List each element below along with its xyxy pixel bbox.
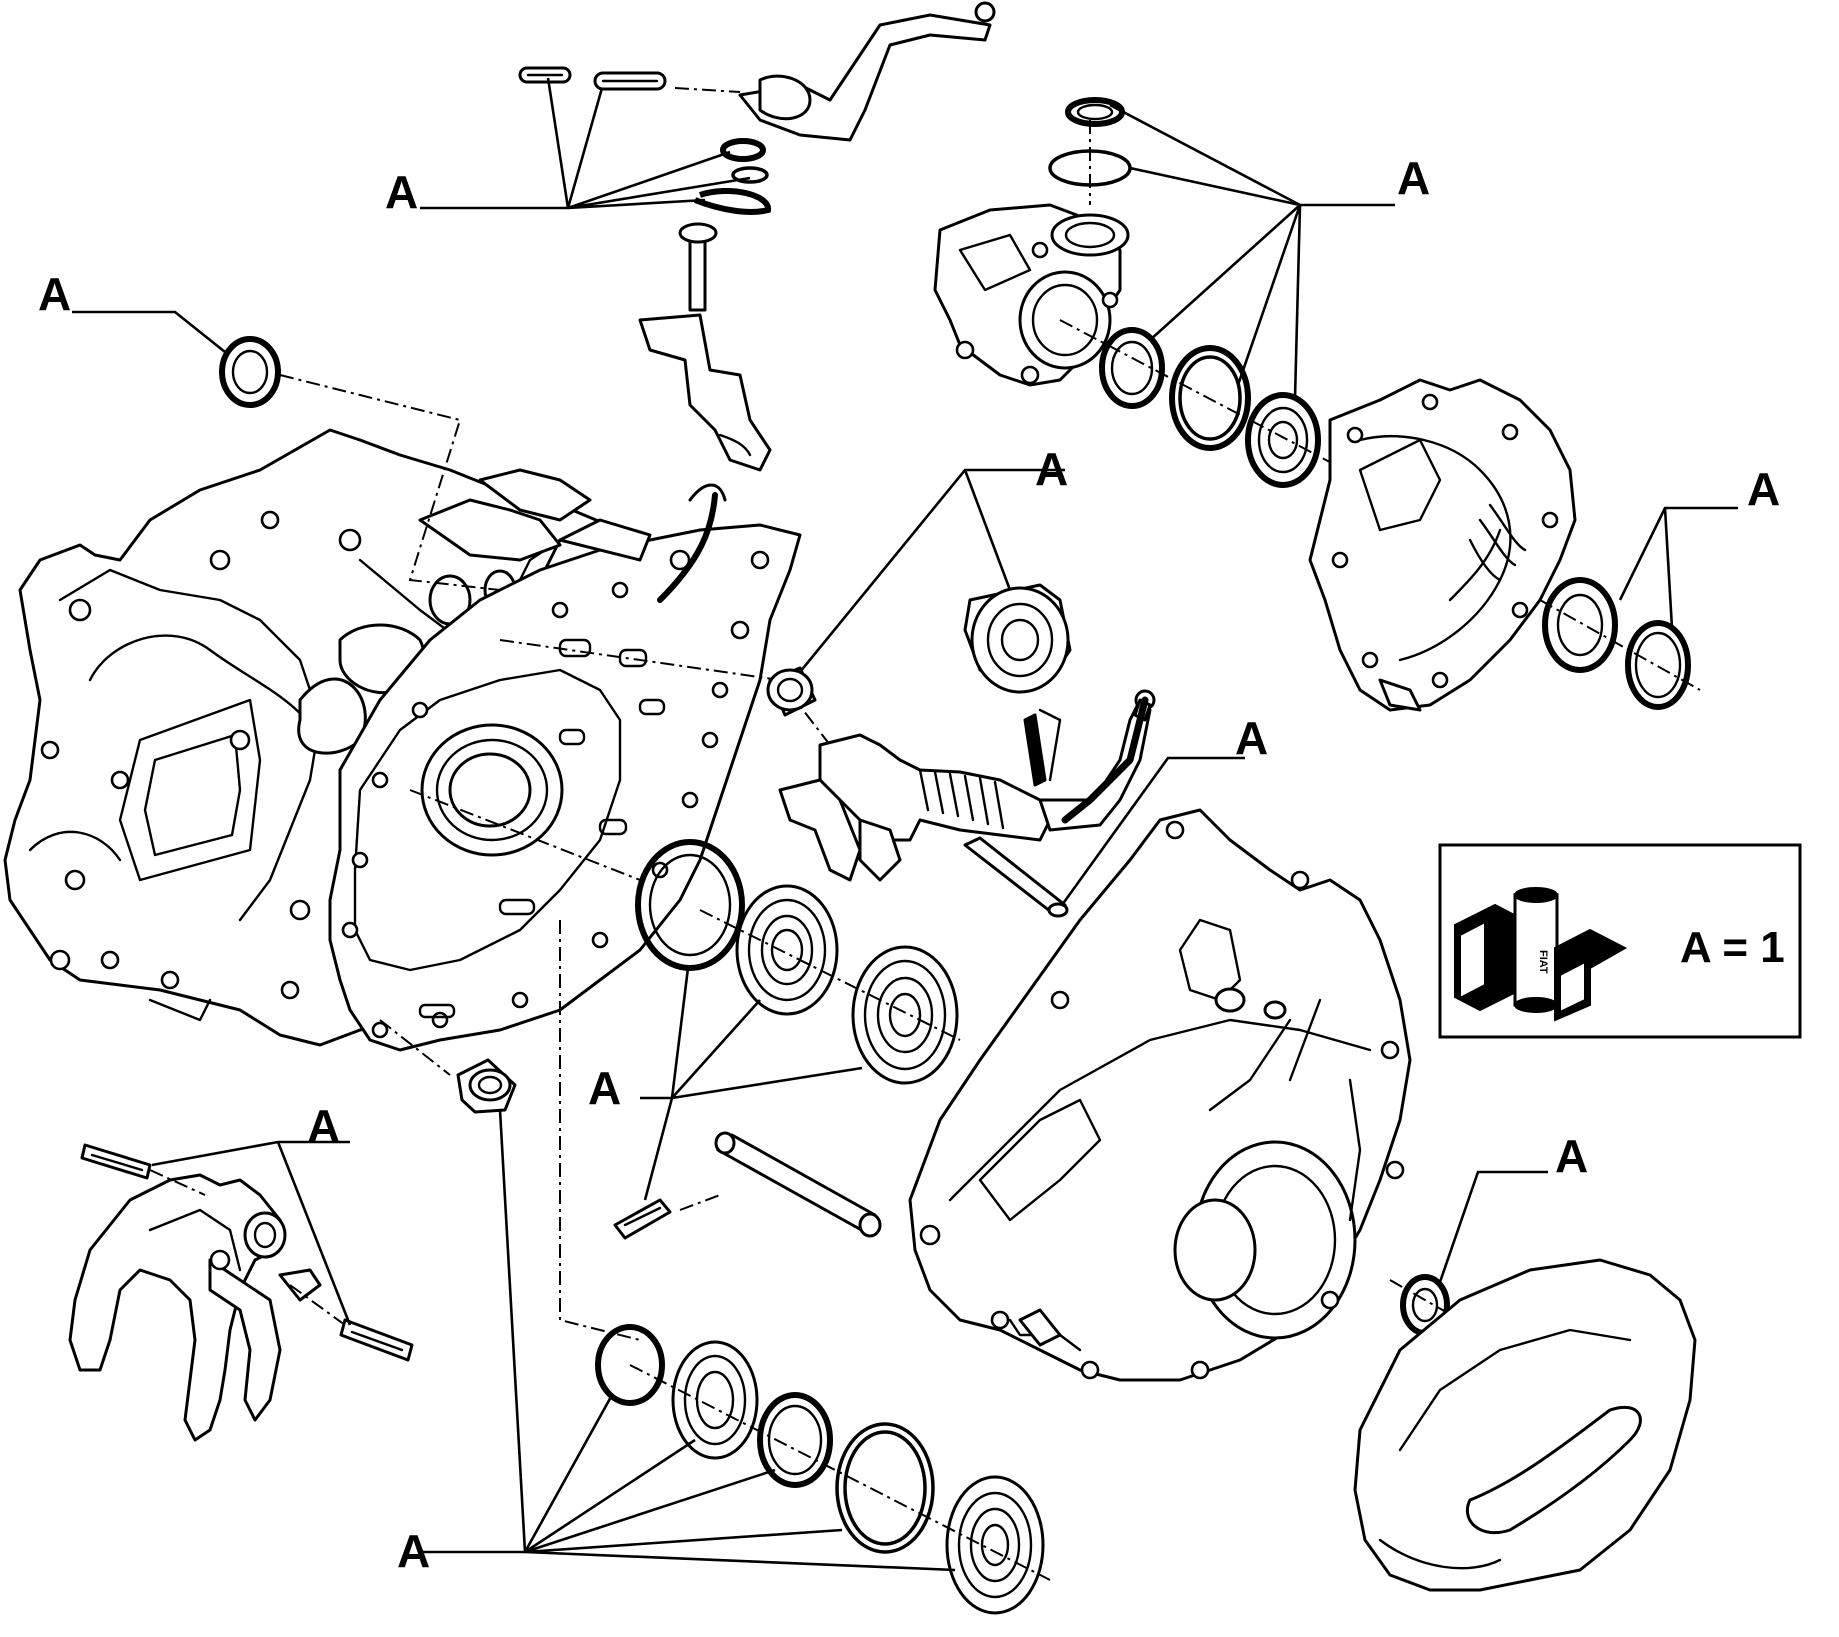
callout-letter: A: [385, 166, 418, 218]
callout-letter: A: [1235, 712, 1268, 764]
callout-letter: A: [588, 1062, 621, 1114]
clutch-actuator-assembly: [933, 97, 1441, 521]
shift-forks: A: [68, 1100, 414, 1442]
clutch-housing-right: [1308, 378, 1701, 712]
callout-letter: A: [1747, 463, 1780, 515]
callout-letter: A: [1555, 1130, 1588, 1182]
callout-clutch-actuator: A: [1109, 103, 1430, 399]
callout-letter: A: [1035, 443, 1068, 495]
transmission-end-cover: [1353, 1258, 1697, 1592]
center-bearings: A: [588, 839, 961, 1240]
callout-right-seals: A: [1618, 463, 1780, 629]
roll-pin-fork-1: [80, 1143, 152, 1180]
differential-seal: A: [1389, 1130, 1588, 1336]
clutch-hose-pipe: [1038, 696, 1149, 824]
transmission-case: [908, 808, 1412, 1382]
selector-lever-assembly: [518, 1, 996, 472]
intermediate-plate: [328, 483, 802, 1052]
callout-selector-lever: A: [385, 77, 751, 218]
lower-bearings: A: [397, 1109, 1051, 1615]
release-bearing-and-bushing: A: [766, 443, 1072, 717]
fiat-logo-text: FIAT: [1537, 950, 1549, 974]
roll-pin-top-1: [518, 66, 572, 84]
callout-letter: A: [38, 268, 71, 320]
legend-box: FIAT A = 1: [1438, 843, 1802, 1039]
roll-pin-fork-2: [339, 1318, 414, 1362]
fiat-sealant-icon: FIAT: [1454, 887, 1628, 1022]
left-oil-seal: A: [38, 268, 281, 408]
callout-letter: A: [1397, 152, 1430, 204]
roll-pin-top-2: [593, 71, 667, 91]
callout-letter: A: [397, 1525, 430, 1577]
legend-text: A = 1: [1680, 923, 1785, 972]
small-bushing: [456, 1058, 517, 1114]
callout-letter: A: [307, 1100, 340, 1152]
roll-pin-center: [613, 1198, 672, 1240]
